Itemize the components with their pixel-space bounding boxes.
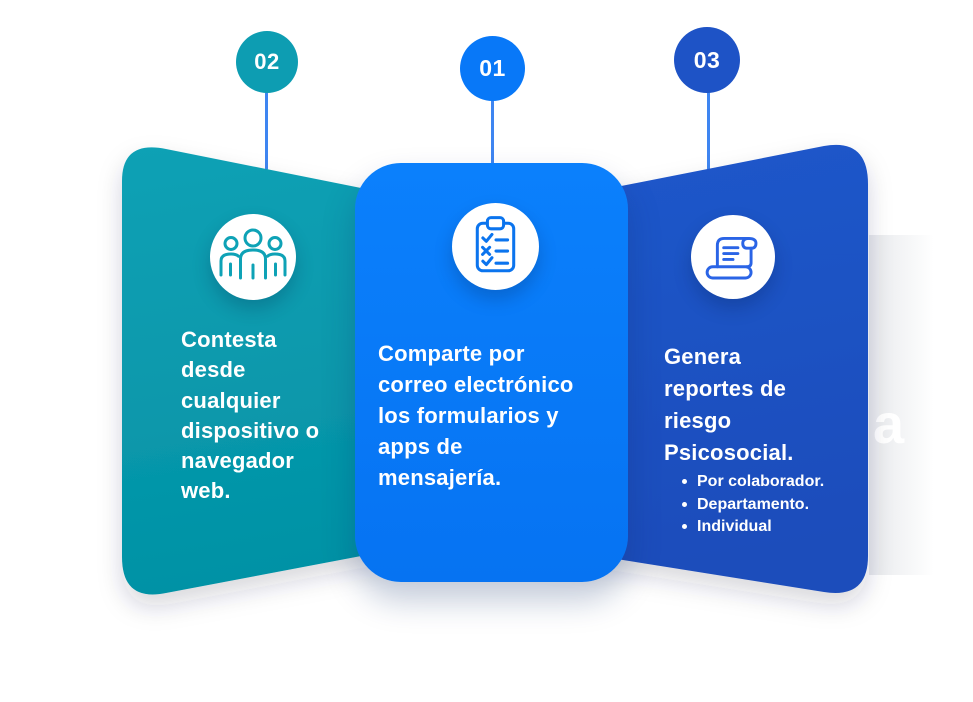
bullet-item: Individual: [682, 516, 872, 539]
people-group-icon: [219, 228, 287, 280]
connector-line-step-01: [491, 100, 494, 165]
right-edge-shadow: [869, 235, 969, 575]
connector-line-step-03: [707, 92, 710, 170]
card-text-step-01: Comparte por correo electrónico los form…: [378, 341, 574, 490]
card-bullet-list-step-03: Por colaborador.Departamento.Individual: [682, 471, 872, 539]
checklist-clipboard-icon: [475, 216, 516, 273]
background-ghost-letter: a: [873, 392, 905, 455]
card-text-step-02: Contesta desde cualquier dispositivo o n…: [181, 327, 320, 504]
bullet-item: Por colaborador.: [682, 471, 872, 494]
report-scroll-icon: [705, 236, 758, 280]
bullet-item: Departamento.: [682, 494, 872, 517]
medallion-step-02: [210, 214, 296, 300]
step-badge-02: 02: [236, 31, 298, 93]
medallion-step-01: [452, 203, 539, 290]
step-badge-01: 01: [460, 36, 525, 101]
medallion-step-03: [691, 215, 775, 299]
card-heading-step-03: Genera reportes de riesgo Psicosocial.: [664, 344, 794, 465]
step-badge-03: 03: [674, 27, 740, 93]
connector-line-step-02: [265, 92, 268, 170]
